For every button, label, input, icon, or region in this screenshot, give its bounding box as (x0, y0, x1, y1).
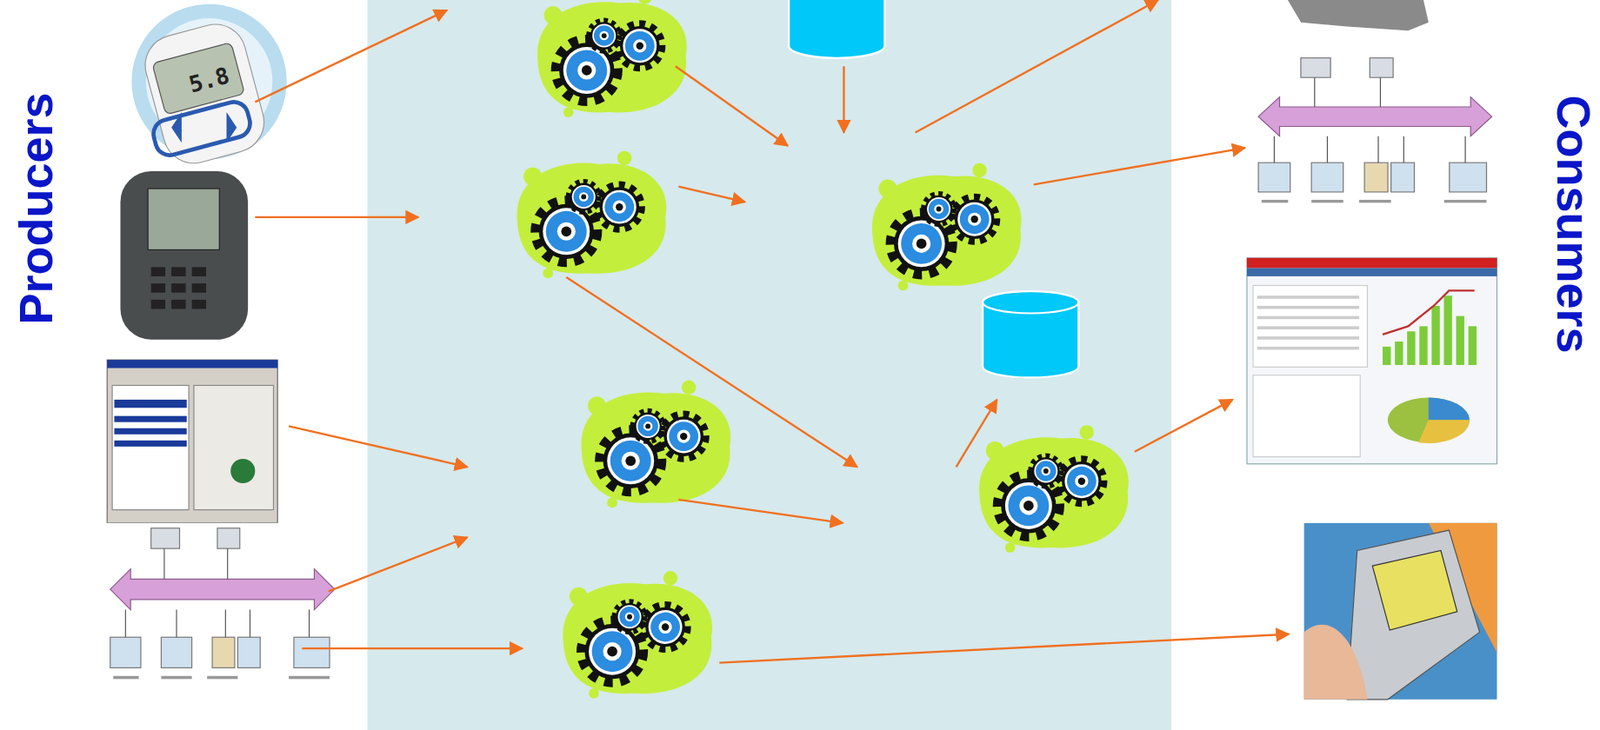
mobile-phone-photo (1304, 523, 1498, 700)
dashboard-screen (1246, 258, 1498, 465)
service-bus-diagram (1253, 53, 1498, 215)
side-heading: Producers (8, 92, 63, 325)
metal-part (1287, 0, 1429, 31)
process-gears (872, 163, 1022, 292)
flow-arrows (254, 0, 1289, 664)
side-heading: Consumers (1546, 94, 1600, 354)
software-window (106, 360, 278, 524)
process-gears (537, 0, 687, 118)
panel (366, 0, 1172, 730)
handheld-device (120, 171, 248, 340)
glucose-meter (131, 4, 287, 171)
process-gears (580, 380, 731, 509)
process-gears (979, 425, 1129, 554)
process-gears (517, 151, 667, 280)
data-store (982, 291, 1079, 378)
process-gears (562, 571, 713, 700)
service-bus-diagram (105, 523, 340, 693)
data-store (788, 0, 885, 59)
